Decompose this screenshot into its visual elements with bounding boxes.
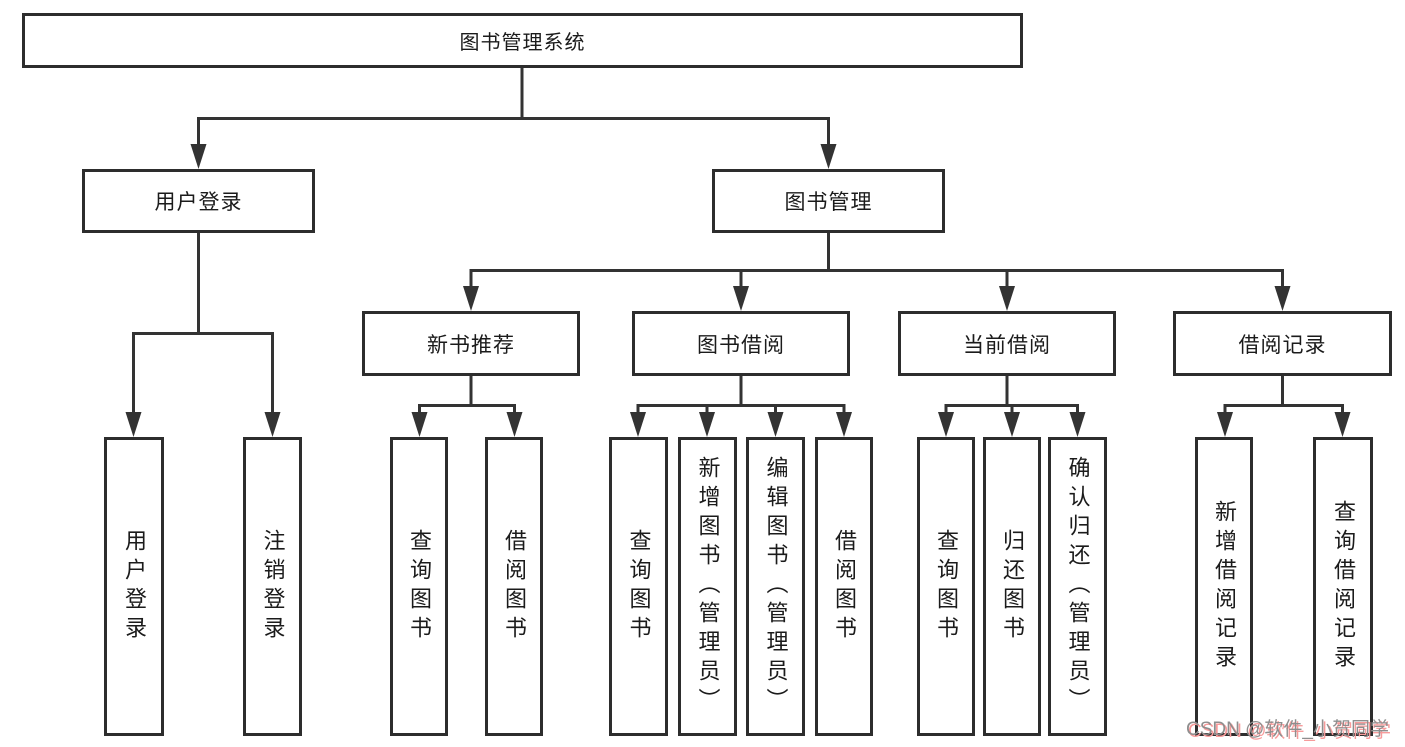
- leaf-add-books-admin: 新增图书（管理员）: [678, 437, 737, 736]
- leaf-confirm-return-admin: 确认归还（管理员）: [1048, 437, 1107, 736]
- node-label: 当前借阅: [963, 333, 1051, 357]
- arrow-down-icon: [1004, 412, 1020, 437]
- leaf-label: 新增图书（管理员）: [695, 456, 721, 717]
- connector-book-borrow-children: [636, 376, 846, 413]
- leaf-add-borrow-record: 新增借阅记录: [1195, 437, 1253, 736]
- leaf-label: 新增借阅记录: [1212, 499, 1237, 674]
- arrow-down-icon: [1334, 412, 1351, 437]
- arrow-down-icon: [630, 412, 646, 437]
- arrow-down-icon: [411, 412, 428, 437]
- node-current-borrow: 当前借阅: [898, 311, 1116, 376]
- connector-borrow-record-children: [1223, 376, 1344, 413]
- arrow-down-icon: [767, 412, 784, 437]
- leaf-label: 查询图书: [626, 528, 652, 645]
- node-label: 用户登录: [154, 191, 243, 214]
- leaf-query-books-recommend: 查询图书: [390, 437, 448, 736]
- leaf-query-books-borrow: 查询图书: [609, 437, 668, 736]
- node-book-borrow: 图书借阅: [632, 311, 850, 376]
- leaf-label: 确认归还（管理员）: [1065, 456, 1091, 717]
- arrow-down-icon: [999, 286, 1015, 311]
- leaf-label: 借阅图书: [502, 528, 527, 645]
- node-new-book-recommend: 新书推荐: [362, 311, 580, 376]
- leaf-user-login: 用户登录: [104, 437, 164, 736]
- leaf-borrow-books-recommend: 借阅图书: [485, 437, 543, 736]
- leaf-label: 查询图书: [407, 528, 432, 645]
- leaf-return-books: 归还图书: [983, 437, 1041, 736]
- arrow-down-icon: [938, 412, 954, 437]
- leaf-label: 注销登录: [260, 528, 286, 645]
- arrow-down-icon: [1274, 286, 1291, 311]
- leaf-label: 借阅图书: [832, 528, 857, 645]
- connector-new-book-children: [418, 376, 516, 413]
- connector-user-login-children: [132, 233, 274, 413]
- connector-current-borrow-children: [944, 376, 1079, 413]
- leaf-label: 归还图书: [1000, 528, 1025, 645]
- arrow-down-icon: [1217, 412, 1233, 437]
- arrow-down-icon: [820, 144, 837, 169]
- leaf-edit-books-admin: 编辑图书（管理员）: [746, 437, 805, 736]
- node-label: 借阅记录: [1238, 333, 1327, 357]
- connector-root-to-level2: [197, 68, 830, 145]
- node-label: 新书推荐: [427, 333, 515, 357]
- node-borrow-records: 借阅记录: [1173, 311, 1392, 376]
- node-label: 图书管理: [784, 191, 873, 214]
- leaf-label: 查询图书: [934, 528, 959, 645]
- leaf-label: 查询借阅记录: [1331, 499, 1356, 674]
- arrow-down-icon: [836, 412, 852, 437]
- leaf-borrow-books: 借阅图书: [815, 437, 873, 736]
- csdn-watermark: CSDN @软件_小贺同学: [1186, 719, 1389, 740]
- node-book-mgmt: 图书管理: [712, 169, 945, 233]
- node-label: 图书管理系统: [459, 32, 586, 54]
- arrow-down-icon: [699, 412, 715, 437]
- arrow-down-icon: [506, 412, 523, 437]
- node-user-login: 用户登录: [82, 169, 315, 233]
- leaf-query-borrow-record: 查询借阅记录: [1313, 437, 1373, 736]
- leaf-label: 编辑图书（管理员）: [763, 456, 789, 717]
- leaf-query-books-current: 查询图书: [917, 437, 975, 736]
- node-label: 图书借阅: [697, 333, 785, 357]
- arrow-down-icon: [190, 144, 207, 169]
- node-root: 图书管理系统: [22, 13, 1023, 68]
- leaf-label: 用户登录: [122, 528, 147, 645]
- arrow-down-icon: [264, 412, 281, 437]
- connector-book-mgmt-children: [469, 233, 1284, 287]
- arrow-down-icon: [125, 412, 142, 437]
- arrow-down-icon: [733, 286, 749, 311]
- arrow-down-icon: [1069, 412, 1086, 437]
- arrow-down-icon: [463, 286, 479, 311]
- leaf-logout: 注销登录: [243, 437, 302, 736]
